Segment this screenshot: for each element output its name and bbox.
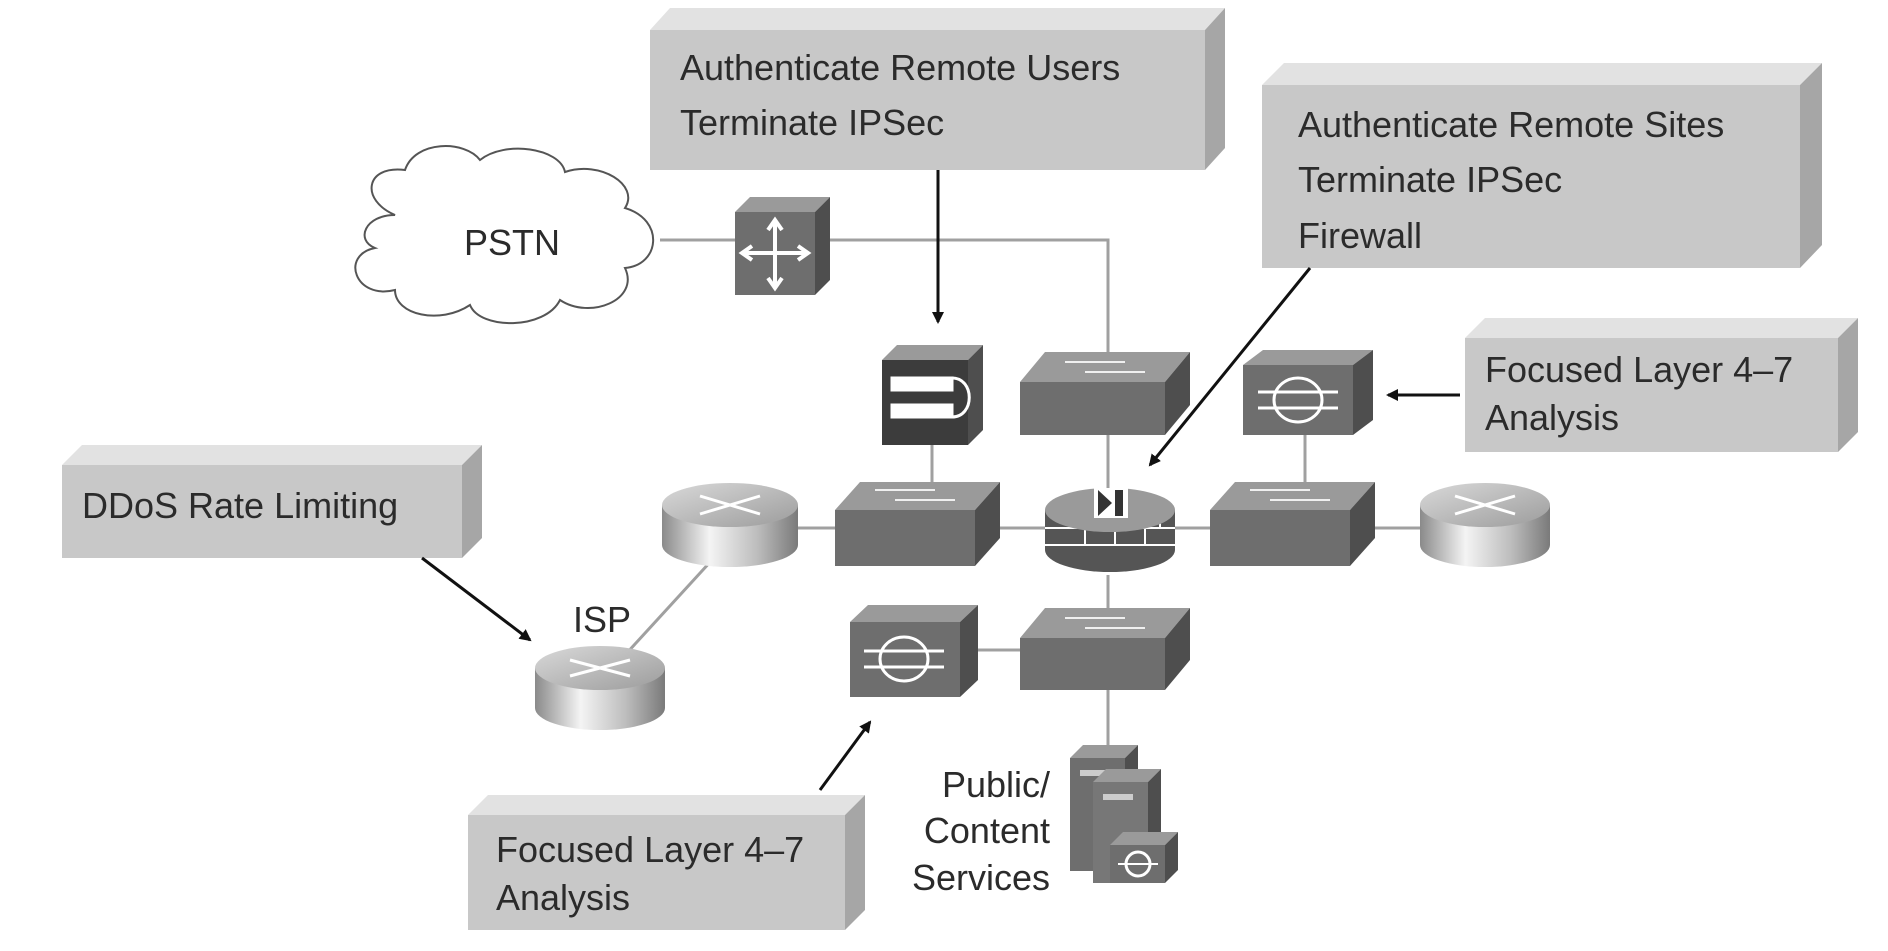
switch-middle-right bbox=[1210, 482, 1375, 566]
firewall-icon bbox=[1094, 488, 1128, 518]
callout-text-line-1: Focused Layer 4–7 bbox=[496, 829, 804, 870]
callout-ddos-rate-limiting: DDoS Rate Limiting bbox=[62, 445, 482, 558]
ids-sensor-bottom bbox=[850, 605, 978, 697]
router-icon bbox=[569, 658, 631, 678]
content-engine-icon bbox=[1110, 832, 1178, 883]
switch-icon bbox=[1250, 489, 1330, 501]
ids-sensor-icon bbox=[864, 635, 944, 683]
callout-text-line-1: Focused Layer 4–7 bbox=[1485, 349, 1793, 390]
callout-text-line-1: DDoS Rate Limiting bbox=[82, 485, 398, 526]
router-isp-edge bbox=[662, 483, 798, 567]
switch-icon bbox=[1065, 617, 1145, 629]
vpn-concentrator-icon bbox=[890, 376, 971, 419]
router-icon bbox=[1454, 494, 1516, 516]
firewall bbox=[1045, 488, 1175, 572]
callout-authenticate-remote-sites: Authenticate Remote Sites Terminate IPSe… bbox=[1262, 63, 1822, 268]
callout-authenticate-remote-users: Authenticate Remote Users Terminate IPSe… bbox=[650, 8, 1225, 170]
arrow-remote-sites-to-firewall bbox=[1148, 267, 1312, 467]
access-server-icon bbox=[738, 216, 812, 292]
callout-arrows bbox=[421, 170, 1460, 791]
pstn-label: PSTN bbox=[464, 222, 560, 263]
callout-text-line-2: Analysis bbox=[496, 877, 630, 918]
switch-middle-left bbox=[835, 482, 1000, 566]
arrow-ddos-to-isp-router bbox=[421, 556, 532, 642]
router-isp bbox=[535, 646, 665, 730]
callout-text-line-3: Firewall bbox=[1298, 215, 1422, 256]
public-services-label-2: Content bbox=[924, 810, 1050, 851]
callout-focused-analysis-right: Focused Layer 4–7 Analysis bbox=[1465, 318, 1858, 452]
router-right bbox=[1420, 483, 1550, 567]
connection-lines bbox=[623, 238, 1420, 745]
public-services-label-3: Services bbox=[912, 857, 1050, 898]
callout-text-line-2: Terminate IPSec bbox=[680, 102, 944, 143]
public-services-label-1: Public/ bbox=[942, 764, 1050, 805]
public-content-servers: Public/ Content Services bbox=[912, 745, 1178, 898]
callout-text-line-1: Authenticate Remote Users bbox=[680, 47, 1120, 88]
ids-sensor-icon bbox=[1258, 376, 1338, 424]
callout-text-line-2: Terminate IPSec bbox=[1298, 159, 1562, 200]
switch-icon bbox=[875, 489, 955, 501]
router-icon bbox=[699, 494, 761, 516]
pstn-cloud: PSTN bbox=[354, 145, 655, 325]
callout-text-line-1: Authenticate Remote Sites bbox=[1298, 104, 1724, 145]
switch-top bbox=[1020, 352, 1190, 435]
callout-text-line-2: Analysis bbox=[1485, 397, 1619, 438]
cloud-icon bbox=[354, 145, 655, 325]
link-isp-router-bottom bbox=[623, 558, 714, 657]
switch-bottom bbox=[1020, 608, 1190, 690]
access-server bbox=[735, 197, 830, 295]
vpn-concentrator bbox=[882, 345, 983, 445]
isp-label: ISP bbox=[573, 599, 631, 640]
switch-icon bbox=[1065, 361, 1145, 373]
callout-focused-analysis-bottom: Focused Layer 4–7 Analysis bbox=[468, 795, 865, 930]
arrow-analysis-bottom-to-ids bbox=[818, 720, 872, 791]
ids-sensor-right bbox=[1243, 350, 1373, 435]
link-access-server-top-switch bbox=[830, 238, 1110, 355]
